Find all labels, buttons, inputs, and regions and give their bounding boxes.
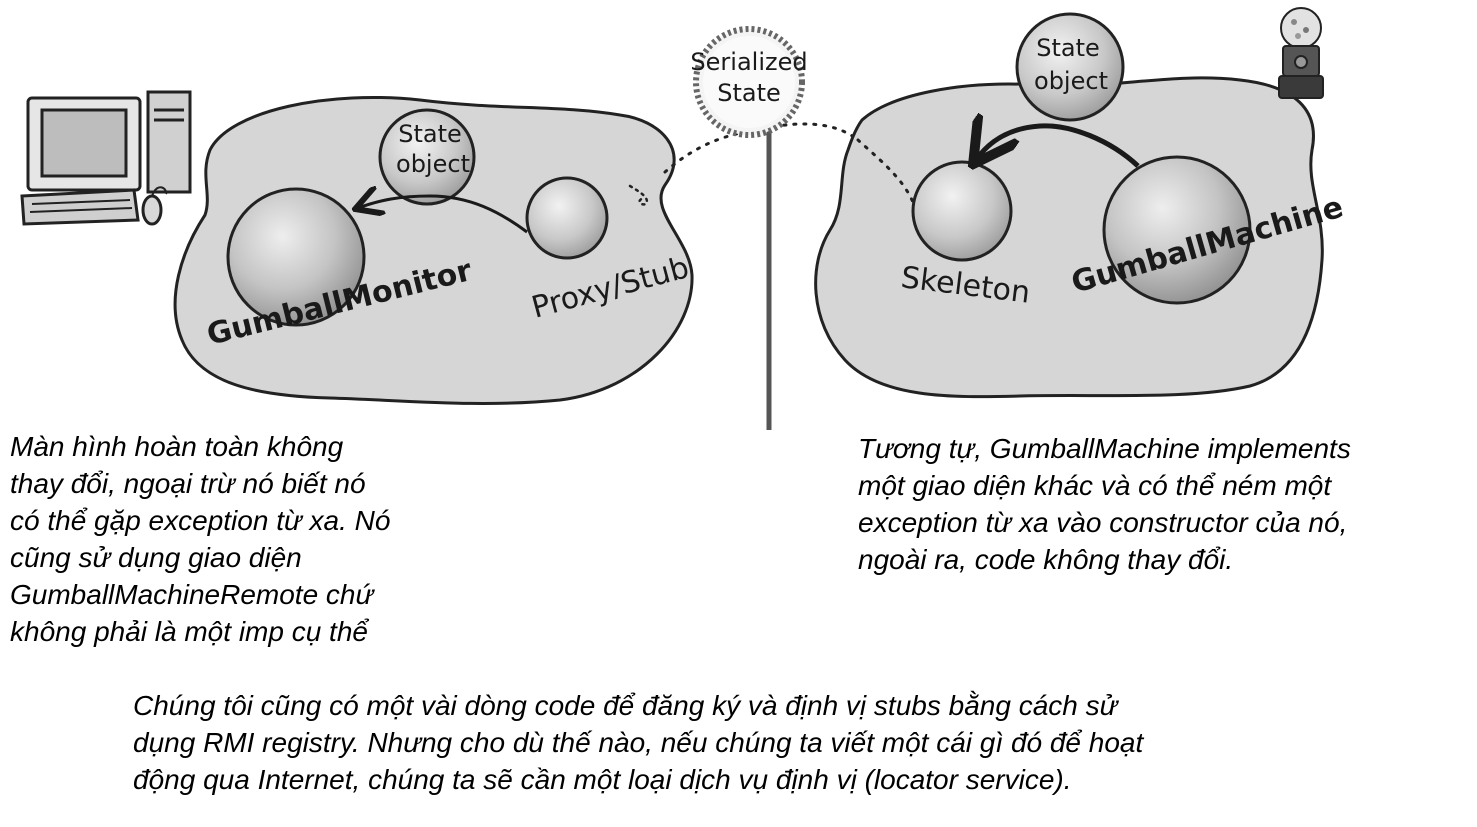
- gumball-monitor-sphere: [226, 187, 366, 327]
- skeleton-sphere: [911, 160, 1013, 262]
- left-state-label-line1: State: [398, 120, 462, 148]
- proxy-stub-sphere: [525, 176, 609, 260]
- rmi-diagram: State object GumballMonitor Proxy/Stub S…: [20, 7, 1347, 430]
- left-state-arrow: [358, 196, 528, 234]
- skeleton-dotted-line: [856, 138, 916, 207]
- computer-icon: [20, 90, 192, 226]
- registry-explanation-text: Chúng tôi cũng có một vài dòng code để đ…: [133, 690, 1144, 795]
- gumball-machine-sphere: [1102, 155, 1252, 305]
- client-heap-blob: [173, 95, 694, 405]
- server-heap-blob: [814, 76, 1324, 399]
- monitor-explanation-text: Màn hình hoàn toàn không thay đổi, ngoại…: [10, 431, 391, 647]
- stub-squiggle: [628, 184, 649, 206]
- serialized-state-label-line1: Serialized: [690, 48, 807, 76]
- serialized-state-label-line2: State: [717, 79, 781, 107]
- right-state-label-line2: object: [1034, 67, 1108, 95]
- right-state-object-sphere: [1015, 12, 1125, 122]
- left-state-label-line2: object: [396, 150, 470, 178]
- left-state-object-sphere: [378, 108, 476, 206]
- right-state-label-line1: State: [1036, 34, 1100, 62]
- machine-explanation-text: Tương tự, GumballMachine implements một …: [858, 433, 1351, 575]
- right-state-arrow: [976, 126, 1140, 166]
- gumball-machine-icon: [1278, 7, 1324, 99]
